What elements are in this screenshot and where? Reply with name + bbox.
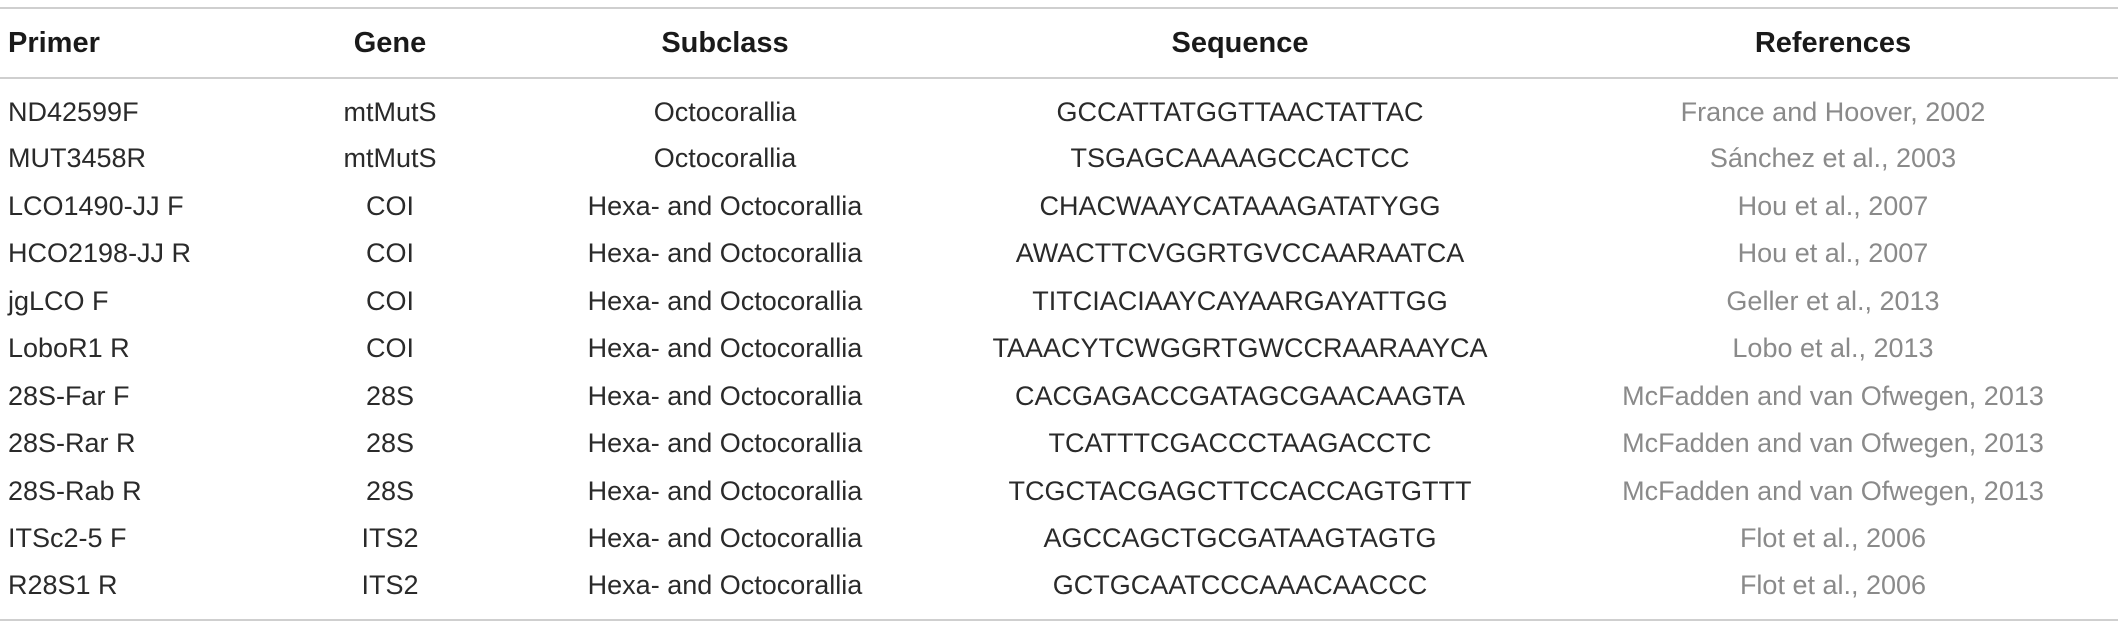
reference-cell: France and Hoover, 2002 [1680,96,1986,127]
primer-cell: R28S1 R [8,570,118,600]
gene-cell: COI [365,190,414,221]
primer-cell: 28S-Rab R [8,475,142,506]
table-row: R28S1 R ITS2 Hexa- and Octocorallia GCTGCAA… [0,563,2118,620]
table-row: LCO1490-JJ F COI Hexa- and Octocorallia CHA… [0,183,2118,231]
reference-cell: Hou et al., 2007 [1737,190,1929,221]
sequence-cell: CACGAGACCGATAGCGAACAAGTA [1014,380,1466,411]
gene-cell: mtMutS [343,143,437,174]
subclass-cell: Hexa- and Octocorallia [587,380,863,411]
table-row: 28S-Far F 28S Hexa- and Octocorallia CACGAG… [0,373,2118,421]
primer-cell: 28S-Far F [8,380,130,411]
sequence-cell: TCATTTCGACCCTAAGACCTC [1048,428,1432,459]
primer-cell: LCO1490-JJ F [8,190,184,221]
subclass-cell: Hexa- and Octocorallia [587,570,863,600]
gene-cell: COI [365,238,414,269]
reference-cell: McFadden and van Ofwegen, 2013 [1622,428,2044,459]
table-row: MUT3458R mtMutS Octocorallia TSGAGCAAAAGCCA… [0,135,2118,183]
subclass-cell: Hexa- and Octocorallia [587,285,863,316]
header-gene: Gene [353,26,427,59]
subclass-cell: Hexa- and Octocorallia [587,428,863,459]
reference-cell: McFadden and van Ofwegen, 2013 [1622,380,2044,411]
table-row: 28S-Rab R 28S Hexa- and Octocorallia TCGCTA… [0,468,2118,516]
sequence-cell: CHACWAAYCATAAAGATATYGG [1039,190,1441,221]
primer-cell: HCO2198-JJ R [8,238,192,269]
gene-cell: COI [365,285,414,316]
primer-cell: jgLCO F [8,285,109,316]
subclass-cell: Octocorallia [653,96,797,127]
primer-table: Primer Gene Subclass Sequence References… [0,7,2118,621]
header-references: References [1754,26,1912,59]
primer-cell: ITSc2-5 F [8,523,127,554]
primer-cell: ND42599F [8,96,139,127]
sequence-cell: GCTGCAATCCCAAACAACCC [1052,570,1428,600]
table-body: ND42599F mtMutS Octocorallia GCCATTATGGTTAA… [0,78,2118,620]
gene-cell: ITS2 [361,523,419,554]
reference-cell: Flot et al., 2006 [1739,570,1927,600]
subclass-cell: Hexa- and Octocorallia [587,190,863,221]
sequence-cell: TITCIACIAAYCAYAARGAYATTGG [1032,285,1448,316]
reference-cell: Flot et al., 2006 [1739,523,1927,554]
gene-cell: ITS2 [361,570,419,600]
subclass-cell: Hexa- and Octocorallia [587,238,863,269]
subclass-cell: Hexa- and Octocorallia [587,523,863,554]
table-header: Primer Gene Subclass Sequence References [0,8,2118,78]
sequence-cell: TSGAGCAAAAGCCACTCC [1070,143,1410,174]
primer-cell: MUT3458R [8,143,147,174]
subclass-cell: Hexa- and Octocorallia [587,475,863,506]
table-row: jgLCO F COI Hexa- and Octocorallia TITCIACI… [0,278,2118,326]
reference-cell: Geller et al., 2013 [1726,285,1940,316]
gene-cell: 28S [365,428,415,459]
sequence-cell: AWACTTCVGGRTGVCCAARAATCA [1015,238,1465,269]
table-row: LoboR1 R COI Hexa- and Octocorallia TAAACYT… [0,325,2118,373]
primer-cell: 28S-Rar R [8,428,136,459]
gene-cell: COI [365,333,414,364]
table-row: ND42599F mtMutS Octocorallia GCCATTATGGTTAA… [0,78,2118,135]
table-row: HCO2198-JJ R COI Hexa- and Octocorallia AWA… [0,230,2118,278]
sequence-cell: GCCATTATGGTTAACTATTAC [1056,96,1424,127]
sequence-cell: TAAACYTCWGGRTGWCCRAARAAYCA [992,333,1488,364]
header-sequence: Sequence [1171,26,1309,59]
gene-cell: 28S [365,475,415,506]
sequence-cell: TCGCTACGAGCTTCCACCAGTGTTT [1008,475,1472,506]
gene-cell: 28S [365,380,415,411]
reference-cell: Lobo et al., 2013 [1732,333,1934,364]
header-row: Primer Gene Subclass Sequence References [0,8,2118,78]
header-subclass: Subclass [661,26,789,59]
subclass-cell: Octocorallia [653,143,797,174]
primer-table-container: Primer Gene Subclass Sequence References… [0,7,2118,621]
subclass-cell: Hexa- and Octocorallia [587,333,863,364]
header-primer: Primer [8,26,100,59]
gene-cell: mtMutS [343,96,437,127]
primer-cell: LoboR1 R [8,333,130,364]
table-row: ITSc2-5 F ITS2 Hexa- and Octocorallia AGCCA… [0,515,2118,563]
reference-cell: McFadden and van Ofwegen, 2013 [1622,475,2044,506]
reference-cell: Sánchez et al., 2003 [1709,143,1957,174]
table-row: 28S-Rar R 28S Hexa- and Octocorallia TCATTT… [0,420,2118,468]
reference-cell: Hou et al., 2007 [1737,238,1929,269]
sequence-cell: AGCCAGCTGCGATAAGTAGTG [1043,523,1437,554]
